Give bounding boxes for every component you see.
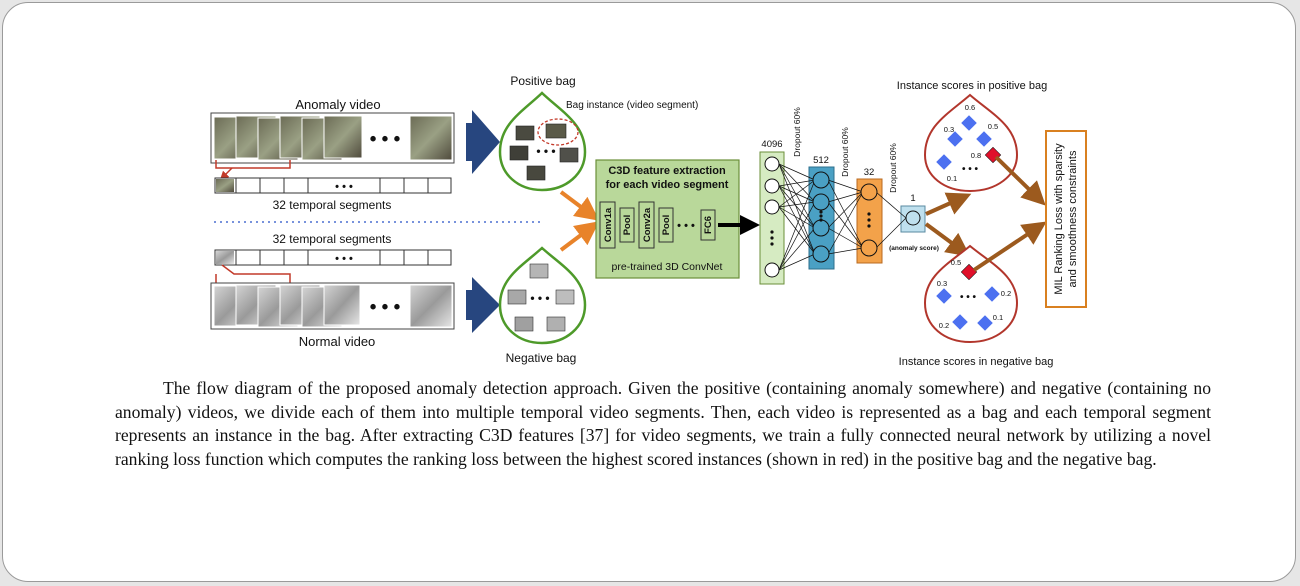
layer-output-size: 1 [910, 193, 915, 204]
output-to-positive-scores-arrow [925, 192, 972, 216]
network-connections [778, 163, 907, 271]
c3d-subtitle: pre-trained 3D ConvNet [612, 261, 723, 273]
positive-score-bag [923, 93, 1019, 193]
anomaly-video-ellipsis: • • • [370, 129, 401, 150]
output-to-negative-scores-arrow [924, 222, 971, 257]
positive-scores-label: Instance scores in positive bag [897, 80, 1047, 92]
temporal-segments-top-label: 32 temporal segments [273, 198, 392, 212]
temporal-segments-bar-bottom [214, 249, 452, 266]
temporal-segments-bar-top [214, 177, 452, 194]
negative-bag-ellipsis: • • • [530, 291, 549, 305]
positive-bag-label: Positive bag [510, 74, 575, 88]
normal-video-ellipsis: • • • [370, 297, 401, 318]
negative-score-3: 0.2 [939, 321, 949, 330]
network-neurons [764, 156, 921, 278]
positive-score-4: 0.1 [947, 174, 957, 183]
anomaly-video-frames [213, 115, 453, 161]
layer-4096-size: 4096 [761, 139, 782, 150]
normal-segment-bracket [215, 264, 291, 283]
negative-score-0: 0.5 [951, 258, 961, 267]
negative-score-1: 0.3 [937, 279, 947, 288]
normal-video-label: Normal video [299, 334, 376, 349]
negative-score-ellipsis: • • • [960, 292, 977, 303]
mil-loss-line1: MIL Ranking Loss with sparsity [1053, 143, 1065, 295]
temporal-bar-top-ellipsis: • • • [335, 181, 353, 193]
layer-512-size: 512 [813, 155, 829, 166]
anomaly-segment-bracket [215, 160, 291, 169]
normal-to-bag-arrow [466, 277, 500, 333]
positive-score-2: 0.5 [988, 122, 998, 131]
anomaly-score-label: (anomaly score) [889, 245, 939, 252]
c3d-layer-conv1a: Conv1a [603, 207, 614, 242]
negative-max-to-loss-arrow [972, 221, 1047, 272]
temporal-bar-bottom-ellipsis: • • • [335, 253, 353, 265]
normal-video-frames [213, 284, 453, 328]
layer-dots [770, 210, 871, 246]
positive-bag-to-c3d-arrow [559, 190, 600, 221]
c3d-title-line2: for each video segment [606, 179, 729, 191]
positive-score-1: 0.3 [944, 125, 954, 134]
positive-score-3: 0.8 [971, 151, 981, 160]
c3d-layer-boxes [599, 201, 716, 249]
dropout-3: Dropout 60% [888, 143, 898, 193]
anomaly-video-label: Anomaly video [295, 97, 380, 112]
negative-bag-to-c3d-arrow [559, 221, 600, 252]
negative-score-2: 0.2 [1001, 289, 1011, 298]
positive-score-ellipsis: • • • [962, 164, 979, 175]
dropout-2: Dropout 60% [840, 127, 850, 177]
mil-loss-box [1045, 130, 1087, 308]
negative-score-4: 0.1 [993, 313, 1003, 322]
c3d-layer-pool2: Pool [661, 215, 672, 236]
caption-text: The flow diagram of the proposed anomaly… [115, 378, 1211, 469]
figure-caption: The flow diagram of the proposed anomaly… [115, 377, 1211, 471]
negative-bag-label: Negative bag [506, 351, 577, 365]
c3d-title-line1: C3D feature extraction [608, 165, 726, 177]
positive-score-0: 0.6 [965, 103, 975, 112]
c3d-layer-ellipsis: • • • [677, 220, 695, 232]
positive-max-to-loss-arrow [994, 155, 1046, 206]
anomaly-segment-pointer [219, 167, 233, 181]
negative-scores-label: Instance scores in negative bag [899, 356, 1054, 368]
negative-score-bag [923, 244, 1019, 344]
c3d-layer-conv2a: Conv2a [642, 207, 653, 242]
temporal-segments-bottom-label: 32 temporal segments [273, 232, 392, 246]
bag-instance-highlight [537, 118, 579, 146]
negative-bag-cubes [507, 263, 575, 332]
bag-instance-label: Bag instance (video segment) [566, 100, 698, 111]
layer-4096 [759, 151, 785, 285]
mil-loss-line2: and smoothness constraints [1067, 150, 1079, 287]
anomaly-to-bag-arrow [466, 110, 500, 174]
c3d-layer-fc6: FC6 [703, 216, 714, 234]
positive-bag-ellipsis: • • • [536, 144, 555, 158]
c3d-layer-pool1: Pool [622, 215, 633, 236]
layer-32-size: 32 [864, 167, 875, 178]
positive-bag-cubes [509, 123, 579, 181]
dropout-1: Dropout 60% [792, 107, 802, 157]
positive-bag [498, 91, 587, 192]
